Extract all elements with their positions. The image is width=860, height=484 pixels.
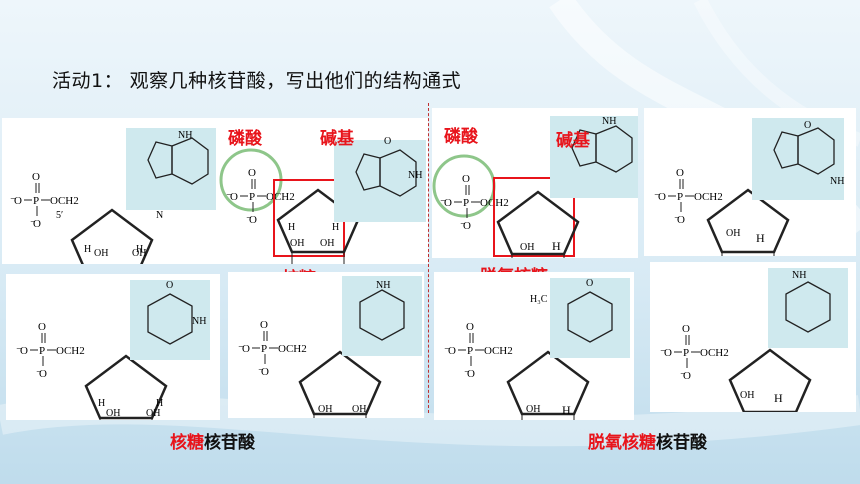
svg-text:NH: NH xyxy=(192,316,206,327)
svg-text:OH: OH xyxy=(146,408,160,419)
svg-text:NH: NH xyxy=(408,170,422,181)
caption-ribonucleotide: 核糖核苷酸 xyxy=(170,433,255,453)
svg-text:N: N xyxy=(156,210,163,221)
molecule-card-cmp: OH OH NH xyxy=(228,272,424,418)
label-phosphate-left: 磷酸 xyxy=(228,129,262,149)
amp-structure: 5′ H H OH OH NH N xyxy=(9,127,216,264)
svg-text:H: H xyxy=(332,222,339,233)
molecule-card-ump: H H OH OH O NH xyxy=(6,274,220,420)
five-prime-label: 5′ xyxy=(56,210,63,221)
caption-deoxyribonucleotide: 脱氧核糖核苷酸 xyxy=(588,433,707,453)
label-base-right: 碱基 xyxy=(556,131,590,151)
damp-annotated-structure: OH H NH xyxy=(432,115,638,258)
label-base-left: 碱基 xyxy=(320,129,354,149)
svg-text:OH: OH xyxy=(132,248,146,259)
dgmp-structure: OH H O NH xyxy=(653,117,845,256)
section-divider xyxy=(428,103,429,413)
ump-structure: H H OH OH O NH xyxy=(15,279,211,420)
page-title: 活动1： 观察几种核苷酸，写出他们的结构通式 xyxy=(52,70,462,92)
molecule-card-dcmp: OH H NH xyxy=(650,262,856,412)
svg-text:OH: OH xyxy=(526,404,540,415)
svg-text:H: H xyxy=(756,231,765,245)
gmp-annotated-structure: H H OH OH O NH xyxy=(219,136,427,264)
svg-text:H: H xyxy=(156,398,163,409)
deoxyribose-highlight-box xyxy=(493,177,575,257)
svg-text:OH: OH xyxy=(726,228,740,239)
svg-text:OH: OH xyxy=(106,408,120,419)
svg-text:H: H xyxy=(562,403,571,417)
svg-text:OH: OH xyxy=(94,248,108,259)
molecule-card-amp: 5′ H H OH OH NH N xyxy=(2,118,216,264)
dcmp-structure: OH H NH xyxy=(659,267,849,412)
dtmp-structure: H₃C OH H O xyxy=(443,277,631,420)
svg-text:H: H xyxy=(136,244,143,255)
svg-text:OH: OH xyxy=(520,242,534,253)
svg-text:NH: NH xyxy=(830,176,844,187)
svg-text:O: O xyxy=(166,280,173,291)
label-phosphate-right: 磷酸 xyxy=(444,127,478,147)
svg-text:H: H xyxy=(84,244,91,255)
svg-text:NH: NH xyxy=(178,130,192,141)
svg-text:H: H xyxy=(774,391,783,405)
svg-text:OH: OH xyxy=(352,404,366,415)
svg-text:H: H xyxy=(552,239,561,253)
svg-text:NH: NH xyxy=(792,270,806,281)
molecule-card-gmp-annotated: H H OH OH O NH xyxy=(216,118,428,264)
svg-text:H: H xyxy=(98,398,105,409)
svg-text:OH: OH xyxy=(318,404,332,415)
svg-text:O: O xyxy=(804,120,811,131)
svg-text:H: H xyxy=(288,222,295,233)
cmp-structure: OH OH NH xyxy=(237,275,423,418)
molecule-card-damp-annotated: OH H NH xyxy=(432,108,638,258)
svg-text:OH: OH xyxy=(290,238,304,249)
svg-text:OH: OH xyxy=(740,390,754,401)
svg-text:NH: NH xyxy=(376,280,390,291)
svg-text:NH: NH xyxy=(602,116,616,127)
molecule-card-dgmp: OH H O NH xyxy=(644,108,856,256)
svg-text:H₃C: H₃C xyxy=(530,294,548,305)
svg-text:O: O xyxy=(586,278,593,289)
svg-text:O: O xyxy=(384,136,391,147)
molecule-card-dtmp: H₃C OH H O xyxy=(434,272,634,420)
svg-text:OH: OH xyxy=(320,238,334,249)
